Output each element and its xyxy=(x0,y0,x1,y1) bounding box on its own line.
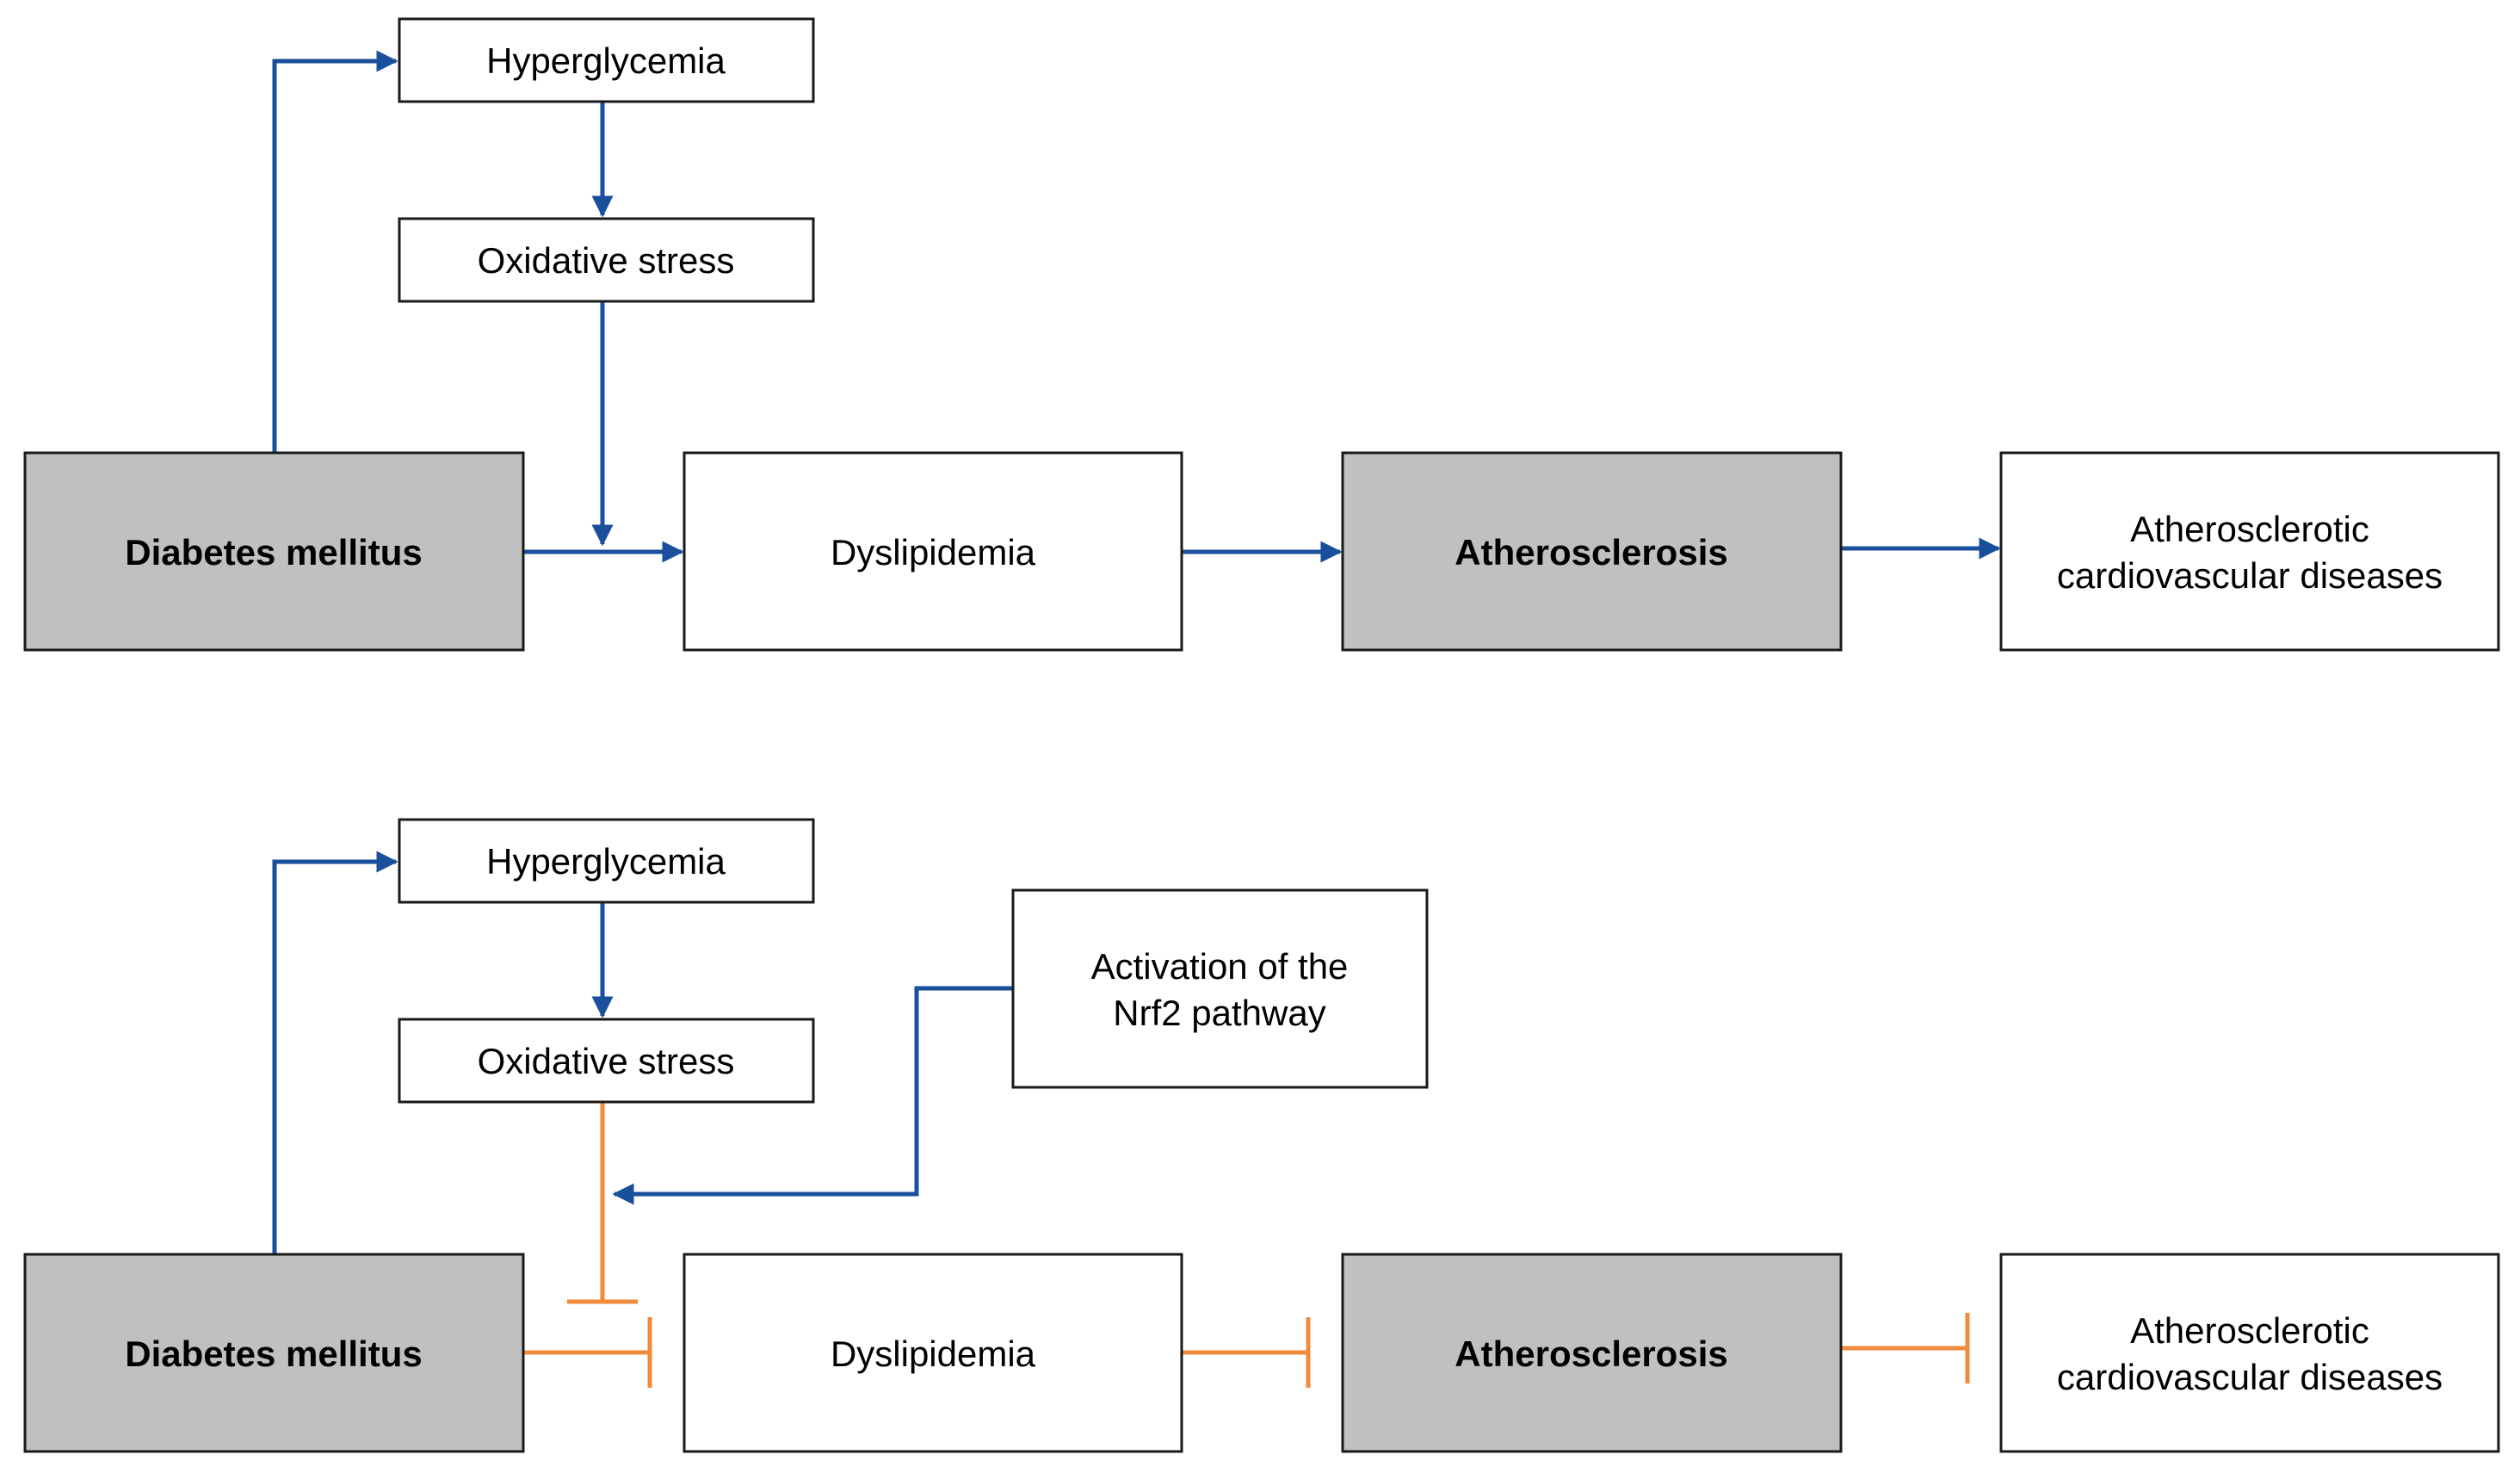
top-ascvd-label-line1: Atherosclerotic xyxy=(2130,509,2369,549)
top-node-diabetes-mellitus: Diabetes mellitus xyxy=(23,451,525,652)
bottom-ascvd-label-line1: Atherosclerotic xyxy=(2130,1310,2369,1351)
bottom-dyslipidemia-label: Dyslipidemia xyxy=(831,1334,1036,1374)
bottom-node-nrf2-activation: Activation of the Nrf2 pathway xyxy=(1011,888,1429,1089)
top-node-atherosclerosis: Atherosclerosis xyxy=(1341,451,1843,652)
bottom-panel: Hyperglycemia Oxidative stress Activatio… xyxy=(23,818,2500,1453)
bottom-ascvd-label-line2: cardiovascular diseases xyxy=(2057,1357,2443,1397)
bottom-node-hyperglycemia: Hyperglycemia xyxy=(398,818,815,904)
bottom-node-dyslipidemia: Dyslipidemia xyxy=(682,1253,1183,1453)
top-node-hyperglycemia: Hyperglycemia xyxy=(398,17,815,103)
top-arrow-diabetes-to-hyperglycemia xyxy=(272,50,398,453)
bottom-nrf2-label-line2: Nrf2 pathway xyxy=(1113,993,1325,1033)
top-hyperglycemia-label: Hyperglycemia xyxy=(486,40,726,81)
top-node-oxidative-stress: Oxidative stress xyxy=(398,217,815,303)
top-oxidative-stress-label: Oxidative stress xyxy=(478,240,735,281)
top-diabetes-mellitus-label: Diabetes mellitus xyxy=(125,532,422,572)
bottom-node-diabetes-mellitus: Diabetes mellitus xyxy=(23,1253,525,1453)
bottom-arrow-diabetes-to-hyperglycemia xyxy=(272,851,398,1254)
bottom-diabetes-mellitus-label: Diabetes mellitus xyxy=(125,1334,422,1374)
bottom-oxidative-stress-label: Oxidative stress xyxy=(478,1041,735,1081)
top-panel: Hyperglycemia Oxidative stress Diabetes … xyxy=(23,17,2500,652)
bottom-hyperglycemia-label: Hyperglycemia xyxy=(486,841,726,882)
top-node-ascvd: Atherosclerotic cardiovascular diseases xyxy=(1999,451,2500,652)
top-ascvd-label-line2: cardiovascular diseases xyxy=(2057,555,2443,596)
bottom-node-oxidative-stress: Oxidative stress xyxy=(398,1018,815,1104)
top-dyslipidemia-label: Dyslipidemia xyxy=(831,532,1036,572)
bottom-atherosclerosis-label: Atherosclerosis xyxy=(1455,1334,1727,1374)
bottom-node-ascvd: Atherosclerotic cardiovascular diseases xyxy=(1999,1253,2500,1453)
bottom-arrow-nrf2-to-oxidative-stress-link xyxy=(612,986,1013,1205)
bottom-nrf2-label-line1: Activation of the xyxy=(1091,946,1349,987)
top-node-dyslipidemia: Dyslipidemia xyxy=(682,451,1183,652)
bottom-node-atherosclerosis: Atherosclerosis xyxy=(1341,1253,1843,1453)
top-atherosclerosis-label: Atherosclerosis xyxy=(1455,532,1727,572)
